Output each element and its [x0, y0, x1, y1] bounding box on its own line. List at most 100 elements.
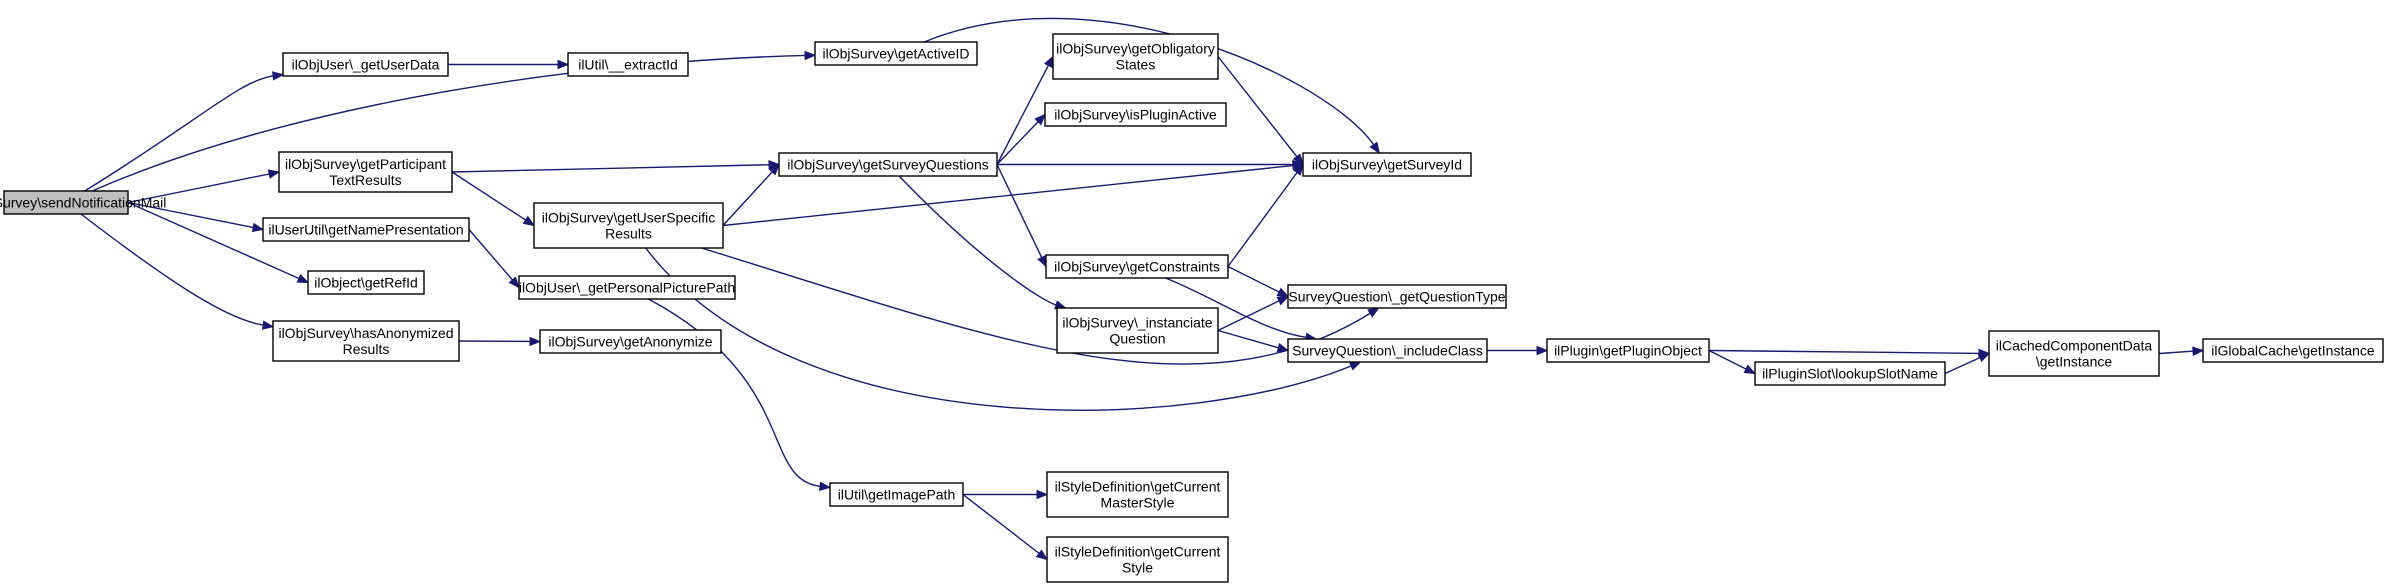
- node-box: [1754, 361, 1946, 386]
- node-getPluginObject[interactable]: ilPlugin\getPluginObject: [1546, 338, 1710, 363]
- edge-line: [84, 75, 275, 192]
- node-getImagePath[interactable]: ilUtil\getImagePath: [829, 482, 964, 507]
- edge-line: [996, 120, 1040, 165]
- node-label: ilObjSurvey\getUserSpecific: [542, 210, 716, 226]
- edge-getImagePath-to-currentStyle: [962, 493, 1049, 561]
- node-getSurveyId[interactable]: ilObjSurvey\getSurveyId: [1302, 152, 1472, 177]
- edge-line: [722, 164, 1295, 227]
- edge-line: [127, 201, 255, 229]
- node-label: ilObjUser\_getPersonalPicturePath: [519, 280, 735, 296]
- node-getRefId[interactable]: ilObject\getRefId: [307, 270, 425, 295]
- node-box: [1988, 330, 2160, 377]
- edge-line: [1708, 349, 1748, 371]
- node-label: ilStyleDefinition\getCurrent: [1055, 479, 1221, 495]
- node-box: [1052, 33, 1219, 80]
- edge-line: [127, 201, 301, 280]
- node-box: [533, 202, 724, 249]
- arrowhead: [267, 169, 281, 179]
- node-box: [282, 52, 449, 77]
- node-label: ilObjSurvey\isPluginActive: [1054, 107, 1217, 123]
- edge-line: [80, 213, 265, 326]
- arrowhead: [529, 336, 542, 347]
- node-label: ilGlobalCache\getInstance: [2211, 343, 2375, 359]
- edge-line: [701, 247, 1372, 365]
- node-label: ilObject\getRefId: [314, 275, 418, 291]
- node-box: [1287, 284, 1507, 309]
- node-box: [262, 217, 470, 242]
- edge-getParticipant-to-getUserSpecific: [451, 171, 536, 227]
- node-box: [1046, 536, 1229, 583]
- node-getUserData[interactable]: ilObjUser\_getUserData: [282, 52, 449, 77]
- edge-includeClass-to-getPluginObject: [1487, 345, 1549, 356]
- arrowhead: [2192, 346, 2205, 356]
- node-label: ilObjSurvey\getObligatory: [1056, 41, 1215, 57]
- node-getPersonalPicturePath[interactable]: ilObjUser\_getPersonalPicturePath: [518, 275, 736, 300]
- node-extractId[interactable]: ilUtil\__extractId: [567, 52, 689, 77]
- node-cachedGetInstance[interactable]: ilCachedComponentData\getInstance: [1988, 330, 2160, 377]
- node-label: States: [1116, 57, 1156, 73]
- edge-line: [962, 493, 1041, 555]
- edge-line: [722, 170, 774, 226]
- node-lookupSlotName[interactable]: ilPluginSlot\lookupSlotName: [1754, 361, 1946, 386]
- node-getQuestionType[interactable]: SurveyQuestion\_getQuestionType: [1287, 284, 1507, 309]
- arrowhead: [804, 50, 817, 61]
- edge-line: [1227, 265, 1281, 294]
- node-getActiveID[interactable]: ilObjSurvey\getActiveID: [814, 41, 978, 66]
- node-root[interactable]: ilObjSurvey\sendNotificationMail: [0, 190, 166, 215]
- arrowhead: [508, 276, 520, 289]
- edge-root-to-getRefId: [127, 201, 310, 284]
- node-getNamePresentation[interactable]: ilUserUtil\getNamePresentation: [262, 217, 470, 242]
- node-includeClass[interactable]: SurveyQuestion\_includeClass: [1287, 338, 1488, 363]
- node-label: ilObjSurvey\hasAnonymized: [278, 325, 453, 341]
- node-label: \getInstance: [2036, 354, 2112, 370]
- edge-line: [1217, 56, 1298, 158]
- node-label: ilObjSurvey\getSurveyId: [1312, 157, 1462, 173]
- node-label: ilUserUtil\getNamePresentation: [268, 222, 463, 238]
- arrowhead: [1977, 352, 1991, 363]
- arrowhead: [1035, 549, 1049, 561]
- node-label: ilObjSurvey\getActiveID: [822, 46, 969, 62]
- edge-root-to-getUserData: [84, 71, 285, 192]
- node-box: [3, 190, 129, 215]
- edge-line: [645, 247, 1353, 411]
- arrowhead: [819, 481, 832, 492]
- node-label: ilUtil\getImagePath: [838, 487, 956, 503]
- node-isPluginActive[interactable]: ilObjSurvey\isPluginActive: [1044, 102, 1227, 127]
- arrowhead: [1276, 295, 1290, 306]
- edge-getUserSpecific-to-getSurveyQuestions: [722, 163, 780, 226]
- node-label: ilObjSurvey\getParticipant: [285, 156, 446, 172]
- node-box: [1546, 338, 1710, 363]
- arrowhead: [1292, 163, 1304, 176]
- node-box: [1302, 152, 1472, 177]
- arrowhead: [1037, 254, 1047, 268]
- node-box: [272, 320, 460, 362]
- node-label: ilObjSurvey\getAnonymize: [548, 334, 712, 350]
- node-box: [829, 482, 964, 507]
- node-label: ilPlugin\getPluginObject: [1554, 343, 1702, 359]
- node-getConstraints[interactable]: ilObjSurvey\getConstraints: [1045, 254, 1229, 279]
- node-label: ilUtil\__extractId: [578, 57, 678, 73]
- node-getAnonymize[interactable]: ilObjSurvey\getAnonymize: [539, 329, 722, 354]
- edge-line: [2158, 350, 2195, 355]
- edge-line: [996, 164, 1043, 259]
- edge-line: [1944, 356, 1982, 375]
- node-box: [278, 151, 453, 193]
- edge-line: [451, 171, 527, 222]
- edge-getObligatory-to-getSurveyId: [1217, 56, 1304, 166]
- edge-getUserSpecific-to-includeClass: [645, 247, 1362, 411]
- node-box: [1044, 102, 1227, 127]
- edge-getConstraints-to-getSurveyId: [1227, 163, 1304, 267]
- node-globalCache[interactable]: ilGlobalCache\getInstance: [2202, 338, 2384, 363]
- node-getSurveyQuestions[interactable]: ilObjSurvey\getSurveyQuestions: [778, 152, 998, 177]
- arrowhead: [1369, 141, 1380, 155]
- edge-line: [1217, 299, 1281, 332]
- arrowhead: [296, 273, 310, 284]
- node-box: [567, 52, 689, 77]
